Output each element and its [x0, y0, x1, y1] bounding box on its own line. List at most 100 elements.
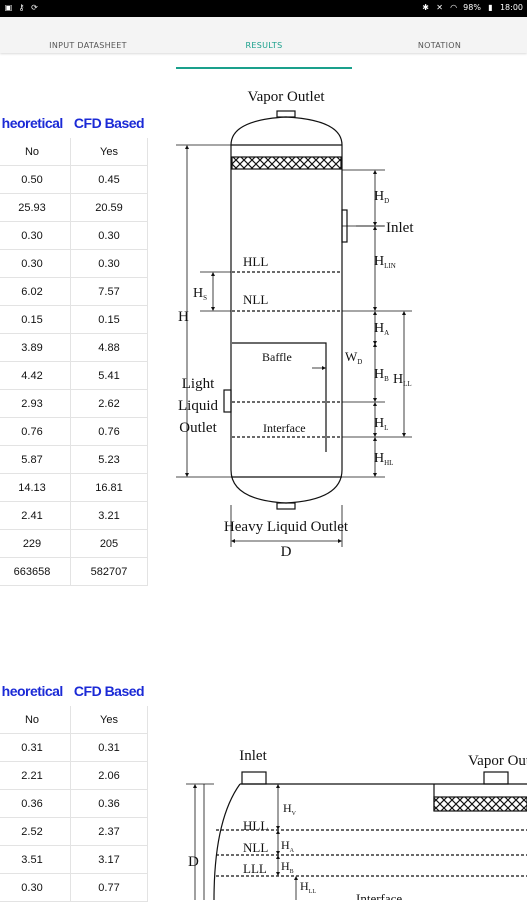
vapor-outlet-nozzle — [276, 110, 296, 118]
cell-cfd-based: 5.41 — [70, 361, 148, 390]
status-bar: ▣ ⚷ ⟳ ✱ ✕ ◠ 98% ▮ 18:00 — [0, 0, 527, 17]
mist-eliminator-pad — [433, 796, 527, 812]
label-outlet: Outlet — [179, 420, 217, 436]
vapor-outlet-nozzle — [483, 771, 509, 785]
label-hll-dim: HLL — [393, 372, 412, 388]
bluetooth-icon: ✱ — [422, 3, 429, 12]
label-h: H — [178, 309, 189, 325]
header-cfd-based: CFD Based — [73, 115, 145, 131]
cell-theoretical: 5.87 — [0, 445, 71, 474]
label-heavy-liquid-outlet: Heavy Liquid Outlet — [224, 519, 349, 535]
cell-cfd-based: 3.21 — [70, 501, 148, 530]
cell-cfd-based: Yes — [70, 138, 148, 166]
cell-cfd-based: 2.62 — [70, 389, 148, 418]
cell-theoretical: 4.42 — [0, 361, 71, 390]
cell-theoretical: No — [0, 706, 71, 734]
tab-active-indicator — [176, 67, 352, 69]
cell-theoretical: 2.41 — [0, 501, 71, 530]
baffle — [232, 342, 327, 452]
cell-cfd-based: 3.17 — [70, 845, 148, 874]
tab-results[interactable]: RESULTS — [245, 41, 283, 50]
status-bar-right: ✱ ✕ ◠ 98% ▮ 18:00 — [421, 3, 523, 12]
cell-cfd-based: 0.30 — [70, 221, 148, 250]
cell-cfd-based: 0.76 — [70, 417, 148, 446]
cell-theoretical: 2.21 — [0, 761, 71, 790]
label-light: Light — [182, 376, 215, 392]
label-d: D — [188, 854, 199, 870]
cell-cfd-based: 582707 — [70, 557, 148, 586]
inlet-nozzle — [241, 771, 267, 785]
cell-theoretical: 0.30 — [0, 249, 71, 278]
cell-cfd-based: 16.81 — [70, 473, 148, 502]
clock: 18:00 — [499, 3, 523, 12]
horizontal-separator-labels: Inlet Vapor Out HLL NLL LLL Interface D … — [188, 748, 527, 900]
tab-bar: INPUT DATASHEET RESULTS NOTATION — [0, 17, 527, 69]
label-inlet: Inlet — [386, 220, 414, 236]
cell-cfd-based: 5.23 — [70, 445, 148, 474]
cell-theoretical: 0.76 — [0, 417, 71, 446]
label-wd: WD — [345, 349, 362, 366]
left-head — [213, 783, 241, 900]
label-hlin: HLIN — [374, 254, 396, 270]
cell-theoretical: 663658 — [0, 557, 71, 586]
cell-theoretical: 2.52 — [0, 817, 71, 846]
cell-theoretical: 0.15 — [0, 305, 71, 334]
vertical-separator — [176, 110, 412, 547]
cell-cfd-based: 4.88 — [70, 333, 148, 362]
cell-cfd-based: 2.37 — [70, 817, 148, 846]
label-hb: HB — [281, 859, 294, 875]
header-cfd-based: CFD Based — [73, 683, 145, 699]
tab-notation[interactable]: NOTATION — [417, 41, 462, 50]
label-d: D — [281, 544, 292, 560]
mute-icon: ✕ — [436, 3, 443, 12]
cell-theoretical: 3.51 — [0, 845, 71, 874]
cell-theoretical: 0.36 — [0, 789, 71, 818]
mist-eliminator-pad — [231, 156, 342, 170]
label-baffle: Baffle — [262, 350, 292, 364]
cell-theoretical: 0.30 — [0, 221, 71, 250]
label-lll: LLL — [243, 861, 267, 876]
horizontal-separator — [186, 771, 527, 900]
cell-theoretical: 25.93 — [0, 193, 71, 222]
cell-theoretical: 2.93 — [0, 389, 71, 418]
label-hv: HV — [283, 801, 297, 817]
cell-cfd-based: 0.36 — [70, 789, 148, 818]
label-nll: NLL — [243, 840, 268, 855]
header-theoretical: heoretical — [1, 683, 64, 699]
label-interface: Interface — [263, 421, 306, 435]
cell-cfd-based: 205 — [70, 529, 148, 558]
header-theoretical: heoretical — [1, 115, 64, 131]
cell-theoretical: 3.89 — [0, 333, 71, 362]
battery-percent: 98% — [463, 3, 481, 12]
tab-input-datasheet[interactable]: INPUT DATASHEET — [49, 41, 127, 50]
gallery-icon: ▣ — [4, 3, 13, 12]
label-ha: HA — [374, 321, 389, 337]
cell-cfd-based: Yes — [70, 706, 148, 734]
cell-theoretical: No — [0, 138, 71, 166]
cell-cfd-based: 0.31 — [70, 733, 148, 762]
cell-theoretical: 0.31 — [0, 733, 71, 762]
label-hb: HB — [374, 367, 389, 383]
sync-icon: ⟳ — [31, 3, 38, 12]
label-nll: NLL — [243, 292, 268, 307]
